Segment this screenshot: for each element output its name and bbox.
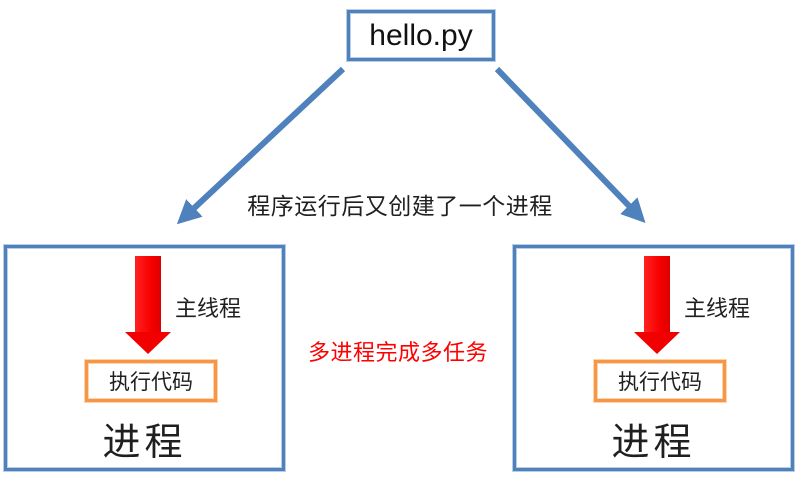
code-box-label: 执行代码 xyxy=(618,371,702,394)
script-file-box: hello.py xyxy=(347,10,495,61)
main-thread-arrow-icon xyxy=(634,256,680,354)
process-label: 进程 xyxy=(611,422,696,464)
main-thread-arrow-shaft xyxy=(135,256,161,332)
code-box-label: 执行代码 xyxy=(109,371,193,394)
caption-text: 程序运行后又创建了一个进程 xyxy=(247,193,553,219)
main-thread-arrow-head xyxy=(634,332,680,354)
main-thread-label: 主线程 xyxy=(175,296,242,321)
script-file-label: hello.py xyxy=(369,18,473,52)
main-thread-arrow-shaft xyxy=(644,256,670,332)
process-label: 进程 xyxy=(102,422,187,464)
main-thread-arrow-icon xyxy=(125,256,171,354)
process-box-left: 主线程 执行代码 进程 xyxy=(4,245,285,471)
code-box-left: 执行代码 xyxy=(85,360,217,402)
center-note-text: 多进程完成多任务 xyxy=(308,340,489,365)
main-thread-label: 主线程 xyxy=(684,296,751,321)
main-thread-arrow-head xyxy=(125,332,171,354)
process-box-right: 主线程 执行代码 进程 xyxy=(513,245,794,471)
code-box-right: 执行代码 xyxy=(594,360,726,402)
